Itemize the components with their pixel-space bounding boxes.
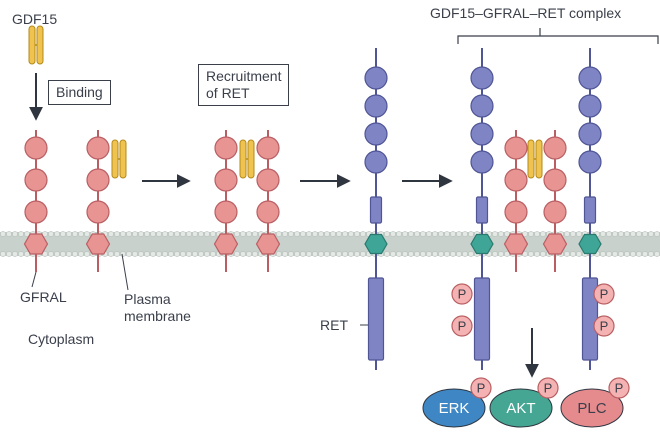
phosphate-label: P: [458, 319, 467, 334]
gfral-tm-domain: [213, 233, 239, 255]
phosphate-label: P: [458, 287, 467, 302]
effector-plc: PLC: [560, 388, 624, 428]
ret-crd-domain: [583, 196, 597, 224]
ret-tm-domain: [470, 233, 494, 255]
gdf15-dimer: [239, 139, 255, 179]
gfral-tm-domain: [542, 233, 568, 255]
effector-erk: ERK: [422, 388, 486, 428]
phosphate: P: [470, 377, 492, 399]
leader-lines: [31, 253, 370, 326]
gfral-label: GFRAL: [20, 289, 67, 305]
gfral-receptor: [23, 130, 49, 272]
plasma-line-1: Plasma: [124, 291, 171, 307]
ret-label: RET: [320, 317, 348, 333]
phosphate-label: P: [477, 381, 486, 396]
phosphate-label: P: [544, 381, 553, 396]
gfral-domain: [256, 200, 280, 224]
gfral-tm-domain: [255, 233, 281, 255]
gfral-receptor: [255, 130, 281, 272]
ret-receptor: [578, 48, 602, 370]
gfral-receptor: [542, 130, 568, 272]
recruitment-label: Recruitment of RET: [198, 64, 290, 106]
gdf15-dimer: [111, 139, 127, 179]
ret-cadherin-domain: [364, 150, 388, 174]
phosphate-label: P: [615, 381, 624, 396]
ret-cadherin-domain: [578, 122, 602, 146]
phosphate: P: [451, 283, 473, 305]
ret-cadherin-domain: [470, 122, 494, 146]
gfral-domain: [256, 136, 280, 160]
gfral-domain: [504, 136, 528, 160]
phosphate: P: [537, 377, 559, 399]
plasma-membrane-label: Plasma membrane: [124, 291, 191, 325]
ret-cadherin-domain: [364, 122, 388, 146]
ret-kinase-domain: [367, 277, 385, 361]
ret-cadherin-domain: [470, 94, 494, 118]
gfral-tm-domain: [23, 233, 49, 255]
gfral-domain: [256, 168, 280, 192]
ret-crd-domain: [475, 196, 489, 224]
binding-label: Binding: [48, 80, 111, 105]
gfral-domain: [543, 200, 567, 224]
ret-cadherin-domain: [364, 94, 388, 118]
phosphate: P: [608, 377, 630, 399]
gfral-domain: [24, 136, 48, 160]
ret-tm-domain: [364, 233, 388, 255]
recruitment-line-1: Recruitment: [206, 68, 282, 84]
effector-label: ERK: [439, 400, 470, 417]
gfral-tm-domain: [85, 233, 111, 255]
ret-crd-domain: [369, 196, 383, 224]
cytoplasm-label: Cytoplasm: [28, 331, 95, 347]
recruitment-line-2: of RET: [206, 85, 250, 101]
gfral-domain: [214, 168, 238, 192]
gfral-tm-domain: [503, 233, 529, 255]
phosphate-label: P: [600, 319, 609, 334]
gfral-domain: [86, 168, 110, 192]
process-arrows: [29, 73, 539, 378]
ret-cadherin-domain: [578, 66, 602, 90]
gfral-receptor: [213, 130, 239, 272]
gfral-domain: [86, 200, 110, 224]
ret-receptor: [364, 48, 388, 370]
ret-cadherin-domain: [470, 66, 494, 90]
gfral-domain: [543, 168, 567, 192]
gdf15-dimer: [28, 25, 44, 65]
gfral-receptor: [503, 130, 529, 272]
ret-kinase-domain: [473, 277, 491, 361]
phosphate: P: [593, 283, 615, 305]
ret-cadherin-domain: [578, 150, 602, 174]
phosphate: P: [451, 315, 473, 337]
ret-tm-domain: [578, 233, 602, 255]
gdf15-dimer: [527, 139, 543, 179]
gfral-domain: [543, 136, 567, 160]
phosphate-label: P: [600, 287, 609, 302]
ret-cadherin-domain: [470, 150, 494, 174]
ret-cadherin-domain: [578, 94, 602, 118]
gfral-receptor: [85, 130, 111, 272]
gfral-domain: [504, 168, 528, 192]
gfral-domain: [214, 136, 238, 160]
gfral-domain: [214, 200, 238, 224]
ret-cadherin-domain: [364, 66, 388, 90]
plasma-line-2: membrane: [124, 308, 191, 324]
gfral-domain: [504, 200, 528, 224]
complex-bracket: [457, 28, 659, 44]
gfral-domain: [24, 200, 48, 224]
gfral-domain: [24, 168, 48, 192]
effector-akt: AKT: [489, 388, 553, 428]
phosphate: P: [593, 315, 615, 337]
effector-label: AKT: [506, 400, 535, 417]
ret-receptor: [470, 48, 494, 370]
gfral-domain: [86, 136, 110, 160]
gdf15-label: GDF15: [12, 11, 58, 27]
complex-label: GDF15–GFRAL–RET complex: [430, 5, 622, 21]
effector-label: PLC: [577, 400, 606, 417]
